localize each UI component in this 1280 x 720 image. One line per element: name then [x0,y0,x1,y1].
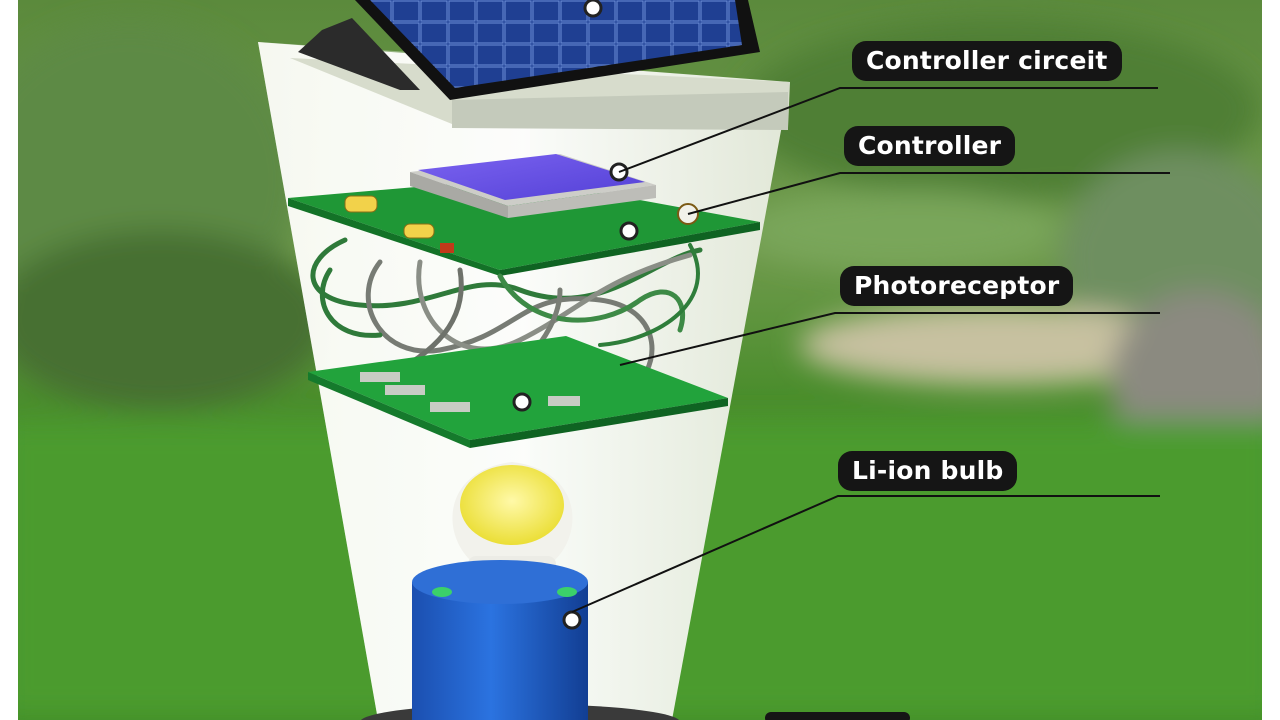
label-controller: Controller [844,126,1016,166]
upper-circuit-board [288,154,760,276]
lower-circuit-board [308,336,728,448]
label-photoreceptor: Photoreceptor [840,266,1074,306]
solar-panel [298,0,760,100]
battery [412,560,588,720]
right-edge-strip [1262,0,1280,720]
leader-lines [571,87,1170,613]
label-li-ion-bulb: Li-ion bulb [838,451,1018,491]
leader-line-photoreceptor [619,312,1160,366]
leader-line-controller [687,172,1170,215]
solar-panel-marker [583,0,603,18]
leader-line-controller-circuit [618,87,1158,173]
label-controller-circuit: Controller circeit [852,41,1122,81]
left-edge-strip [0,0,18,720]
lower-board-marker [512,392,532,412]
upper-board-marker [619,221,639,241]
battery-marker [562,610,582,630]
leader-line-li-ion-bulb [571,495,1160,613]
